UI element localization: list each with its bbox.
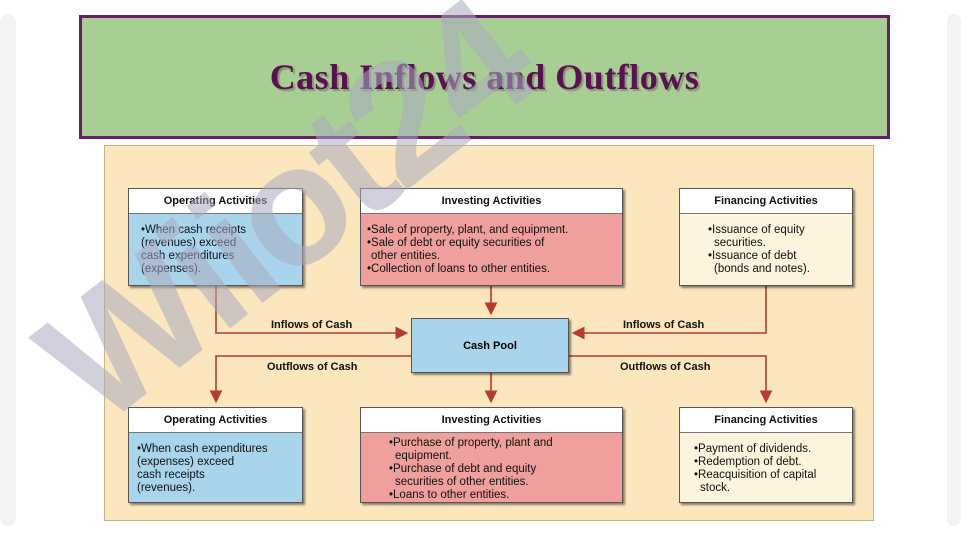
box-body: •When cash expenditures (expenses) excee… xyxy=(129,433,302,502)
list-item: •Reacquisition of capital xyxy=(694,469,817,481)
list-item: (revenues). xyxy=(137,482,196,494)
list-item: cash receipts xyxy=(137,469,205,481)
cash-pool-box: Cash Pool xyxy=(411,318,569,373)
list-item: •When cash receipts xyxy=(141,224,247,236)
inflow-investing-box: Investing Activities •Sale of property, … xyxy=(360,188,623,286)
list-item: (bonds and notes). xyxy=(714,263,810,275)
box-body: •Payment of dividends. •Redemption of de… xyxy=(680,433,852,502)
list-item: •Payment of dividends. xyxy=(694,443,812,455)
list-item: •When cash expenditures xyxy=(137,443,268,455)
list-item: equipment. xyxy=(395,450,452,462)
outflow-investing-box: Investing Activities •Purchase of proper… xyxy=(360,407,623,503)
box-header: Financing Activities xyxy=(680,408,852,433)
list-item: •Loans to other entities. xyxy=(389,489,510,501)
box-body: •Issuance of equity securities. •Issuanc… xyxy=(680,214,852,285)
list-item: securities of other entities. xyxy=(395,476,529,488)
box-header: Investing Activities xyxy=(361,408,622,433)
list-item: •Issuance of equity xyxy=(708,224,805,236)
box-body: •When cash receipts (revenues) exceed ca… xyxy=(129,214,302,285)
outflow-financing-box: Financing Activities •Payment of dividen… xyxy=(679,407,853,503)
background-strip-left xyxy=(0,14,16,526)
box-header: Investing Activities xyxy=(361,189,622,214)
inflows-label-right: Inflows of Cash xyxy=(623,319,705,331)
list-item: •Issuance of debt xyxy=(708,250,797,262)
background-strip-right xyxy=(947,14,961,526)
list-item: •Redemption of debt. xyxy=(694,456,802,468)
outflow-operating-box: Operating Activities •When cash expendit… xyxy=(128,407,303,503)
list-item: (revenues) exceed xyxy=(141,237,237,249)
box-header: Operating Activities xyxy=(129,189,302,214)
arrow-operating-inflow xyxy=(215,286,409,340)
list-item: •Sale of property, plant, and equipment. xyxy=(367,224,569,236)
box-body: •Sale of property, plant, and equipment.… xyxy=(361,214,622,285)
list-item: securities. xyxy=(714,237,766,249)
arrow-financing-outflow xyxy=(569,355,773,404)
inflow-financing-box: Financing Activities •Issuance of equity… xyxy=(679,188,853,286)
list-item: cash expenditures xyxy=(141,250,235,262)
box-header: Operating Activities xyxy=(129,408,302,433)
list-item: •Collection of loans to other entities. xyxy=(367,263,551,275)
outflows-label-right: Outflows of Cash xyxy=(620,361,711,373)
inflows-label-left: Inflows of Cash xyxy=(271,319,353,331)
title-banner: Cash Inflows and Outflows xyxy=(79,15,890,139)
slide-title: Cash Inflows and Outflows xyxy=(269,57,700,97)
list-item: other entities. xyxy=(371,250,441,262)
arrow-operating-outflow xyxy=(209,355,411,404)
list-item: •Purchase of property, plant and xyxy=(389,437,553,449)
list-item: •Sale of debt or equity securities of xyxy=(367,237,545,249)
box-header: Financing Activities xyxy=(680,189,852,214)
outflows-label-left: Outflows of Cash xyxy=(267,361,358,373)
list-item: •Purchase of debt and equity xyxy=(389,463,537,475)
cash-pool-label: Cash Pool xyxy=(463,339,517,352)
arrow-financing-inflow xyxy=(571,286,767,340)
list-item: (expenses) exceed xyxy=(137,456,235,468)
box-body: •Purchase of property, plant and equipme… xyxy=(361,433,622,502)
list-item: stock. xyxy=(700,482,731,494)
list-item: (expenses). xyxy=(141,263,202,275)
inflow-operating-box: Operating Activities •When cash receipts… xyxy=(128,188,303,286)
